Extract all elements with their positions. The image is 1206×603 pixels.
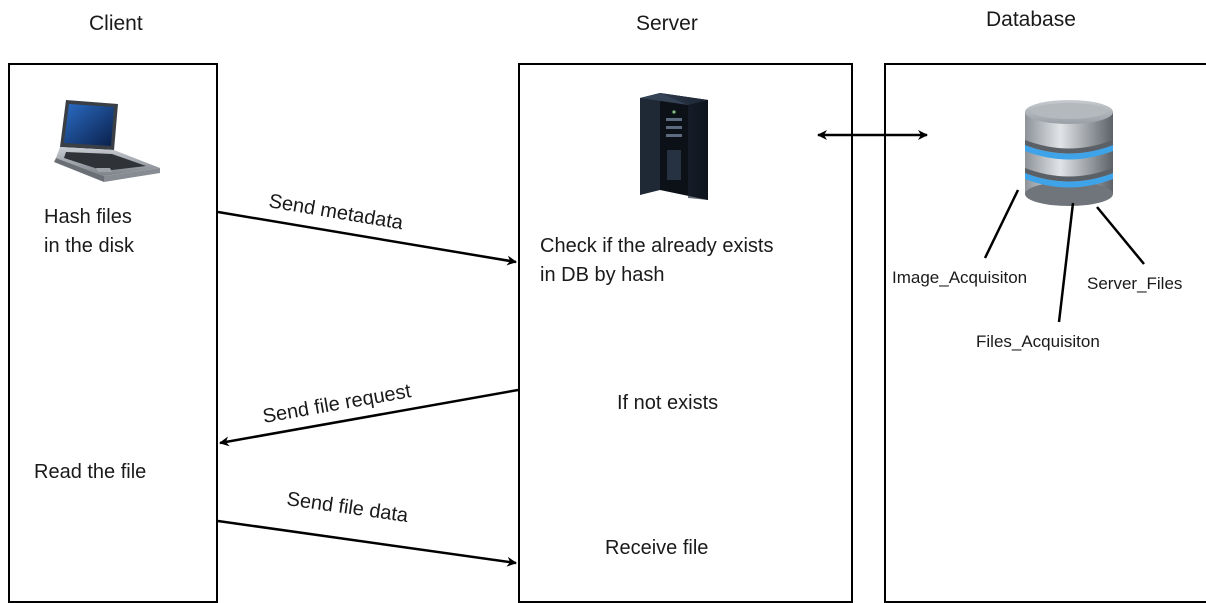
connector-server-files (1096, 206, 1145, 265)
send-file-data-arrow (217, 519, 517, 567)
server-lane (518, 63, 853, 603)
receive-file-step: Receive file (605, 537, 709, 559)
table-label-server-files: Server_Files (1087, 274, 1183, 293)
connector-files-acquisition (1057, 202, 1075, 323)
database-icon (1025, 100, 1113, 206)
database-lane-title: Database (986, 8, 1076, 31)
server-tower-icon (640, 93, 708, 200)
connector-image-acquisition (983, 189, 1020, 259)
server-lane-title: Server (636, 12, 698, 35)
send-file-data-label: Send file data (285, 488, 410, 527)
table-label-image-acquisition: Image_Acquisiton (892, 268, 1028, 287)
laptop-icon (54, 100, 160, 182)
hash-files-step: Hash files in the disk (44, 206, 135, 257)
send-file-request-arrow (219, 388, 519, 447)
read-file-step: Read the file (34, 461, 147, 483)
send-file-request-label: Send file request (261, 380, 413, 428)
send-metadata-arrow (217, 210, 517, 266)
not-exists-step: If not exists (617, 392, 719, 414)
send-metadata-label: Send metadata (267, 190, 405, 234)
check-exists-step: Check if the already exists in DB by has… (540, 235, 774, 286)
table-label-files-acquisition: Files_Acquisiton (976, 332, 1100, 351)
client-lane-title: Client (89, 12, 143, 35)
